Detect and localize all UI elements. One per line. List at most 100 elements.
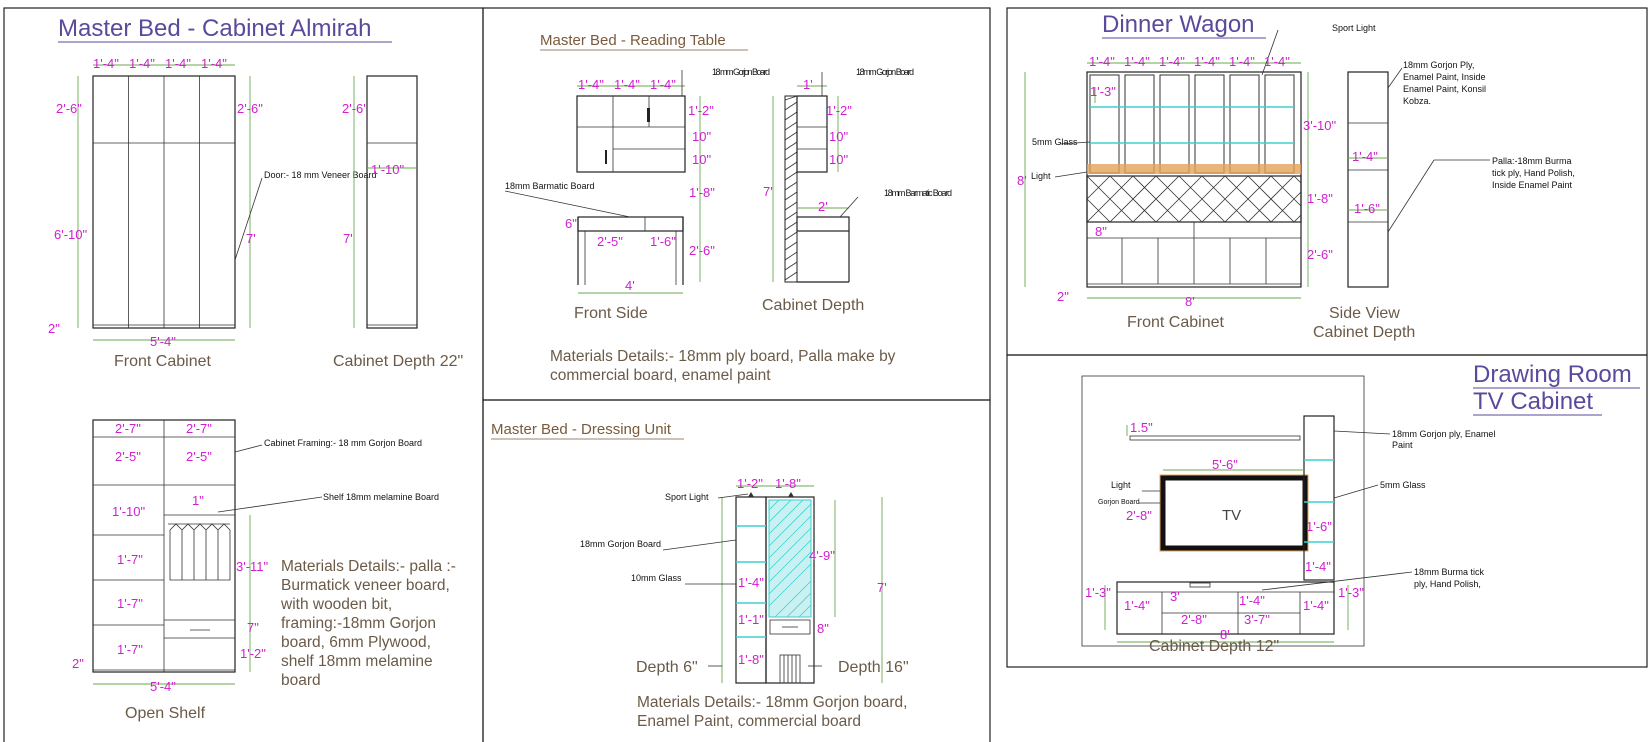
tv-burma-note-1: 18mm Burma tick: [1414, 567, 1485, 577]
reading-table-dim: 2'-6": [689, 243, 715, 258]
almirah-door-note: Door:- 18 mm Veneer Board: [264, 170, 377, 180]
svg-text:Burmatick veneer board,: Burmatick veneer board,: [281, 577, 450, 594]
almirah-width-dim: 5'-4": [150, 334, 176, 349]
tv-unit-dim-5: 1'-4": [1239, 593, 1265, 608]
tv-burma-note-2: ply, Hand Polish,: [1414, 579, 1481, 589]
open-shelf-view: [92, 419, 323, 685]
wagon-ply-note-1: 18mm Gorjon Ply,: [1403, 60, 1474, 70]
wagon-ply-note-3: Enamel Paint, Konsil: [1403, 84, 1486, 94]
reading-desk-dim-2: 1'-6": [650, 234, 676, 249]
shelf-materials: Materials Details:- palla :- Burmatick v…: [280, 558, 456, 689]
dressing-dim-1: 1'-4": [738, 575, 764, 590]
shelf-base-dim: 2": [72, 656, 84, 671]
wagon-front-caption: Front Cabinet: [1127, 314, 1224, 331]
shelf-left-dim-1: 2'-7": [115, 421, 141, 436]
almirah-left-height-dim: 6'-10": [54, 227, 88, 242]
wagon-palla-note-3: Inside Enamel Paint: [1492, 180, 1573, 190]
almirah-top-dim-1: 1'-4": [93, 56, 119, 71]
tv-width-dim: 5'-6": [1212, 457, 1238, 472]
almirah-right-top-dim: 2'-6": [237, 101, 263, 116]
dressing-height-dim: 7': [877, 580, 887, 595]
svg-text:shelf 18mm melamine: shelf 18mm melamine: [281, 653, 433, 670]
reading-side-barmatic-note: 18mm Barmatic Board: [884, 188, 952, 198]
almirah-depth-height-dim: 7': [343, 231, 353, 246]
tv-caption: Cabinet Depth 12": [1149, 638, 1279, 655]
tv-title-1: Drawing Room: [1473, 361, 1632, 388]
almirah-left-top-dim: 2'-6": [56, 101, 82, 116]
almirah-right-height-dim: 7': [246, 231, 256, 246]
reading-right-dim-3: 10": [692, 152, 711, 167]
tv-unit-dim-8: 1'-3": [1338, 585, 1364, 600]
almirah-base-dim: 2": [48, 321, 60, 336]
wagon-sport-note: Sport Light: [1332, 23, 1376, 33]
dressing-materials-1: Materials Details:- 18mm Gorjon board,: [637, 694, 908, 711]
reading-right-dim-2: 10": [692, 129, 711, 144]
tv-unit-dim-3: 3': [1170, 589, 1180, 604]
reading-side-dim-3: 10": [829, 152, 848, 167]
wagon-width-dim: 8': [1185, 294, 1195, 309]
reading-side-desk-dim: 2': [818, 199, 828, 214]
shelf-left-dim-6: 1'-7": [117, 642, 143, 657]
reading-side-height-dim: 7': [763, 184, 773, 199]
tv-unit-dim-4: 2'-8": [1181, 612, 1207, 627]
wagon-palla-note-2: tick ply, Hand Polish,: [1492, 168, 1575, 178]
wagon-base-dim: 2": [1057, 289, 1069, 304]
wagon-side-caption-1: Side View: [1329, 305, 1400, 322]
dressing-title: Master Bed - Dressing Unit: [491, 421, 672, 438]
panel-dressing: [482, 399, 991, 742]
dressing-mirror-dim: 4'-9": [809, 548, 835, 563]
wagon-top-dim-1: 1'-4": [1089, 54, 1115, 69]
reading-barmatic-note: 18mm Barmatic Board: [505, 181, 595, 191]
shelf-right-dim-2: 2'-5": [186, 449, 212, 464]
tv-unit-dim-2: 1'-4": [1124, 598, 1150, 613]
shelf-left-dim-3: 1'-10": [112, 504, 146, 519]
dressing-view: [662, 485, 883, 684]
reading-side-dim-1: 1'-2": [826, 103, 852, 118]
wagon-side-dim-2: 1'-6": [1354, 201, 1380, 216]
wagon-top-dim-6: 1'-4": [1264, 54, 1290, 69]
wagon-top-dim-4: 1'-4": [1194, 54, 1220, 69]
reading-side-gorjon-note: 18mm Gorjon Board: [856, 67, 914, 77]
shelf-drawer2-dim: 1'-2": [240, 646, 266, 661]
shelf-hang-dim: 3'-11": [236, 559, 269, 574]
almirah-depth-top-dim: 2'-6': [342, 101, 366, 116]
almirah-depth-width-dim: 1'-10": [371, 162, 405, 177]
shelf-gap-dim: 1": [192, 493, 204, 508]
tv-light-note: Light: [1111, 480, 1131, 490]
dressing-gorjon-note: 18mm Gorjon Board: [580, 539, 661, 549]
dressing-glass-note: 10mm Glass: [631, 573, 682, 583]
wagon-mid-dim: 1'-8": [1307, 191, 1333, 206]
tv-shelf-dim: 1.5": [1130, 420, 1153, 435]
reading-overall-dim: 1'-8": [689, 185, 715, 200]
wagon-side-caption-2: Cabinet Depth: [1313, 324, 1415, 341]
reading-title: Master Bed - Reading Table: [540, 32, 726, 49]
almirah-front-caption: Front Cabinet: [114, 353, 211, 370]
wagon-light-note: Light: [1031, 171, 1051, 181]
dressing-sport-note: Sport Light: [665, 492, 709, 502]
wagon-top-dim-2: 1'-4": [1124, 54, 1150, 69]
tv-unit-dim-7: 1'-4": [1303, 598, 1329, 613]
almirah-front-view: [77, 64, 263, 341]
wagon-top-dim-5: 1'-4": [1229, 54, 1255, 69]
wagon-title: Dinner Wagon: [1102, 11, 1255, 38]
shelf-melamine-note: Shelf 18mm melamine Board: [323, 492, 439, 502]
almirah-depth-view: [353, 75, 418, 329]
reading-materials-2: commercial board, enamel paint: [550, 367, 771, 384]
tv-unit-dim-6: 3'-7": [1244, 612, 1270, 627]
almirah-depth-caption: Cabinet Depth 22": [333, 353, 463, 370]
dressing-dim-3: 1'-8": [738, 652, 764, 667]
reading-gorjon-note: 18 mm Gorjon Board: [712, 67, 770, 77]
reading-front-caption: Front Side: [574, 305, 648, 322]
wagon-glass-dim: 1'-3": [1090, 84, 1116, 99]
wagon-side-view: [1347, 67, 1490, 288]
tv-gorjon-note: Gorjon Board: [1098, 499, 1140, 506]
wagon-front-view: [1024, 29, 1309, 299]
svg-text:framing:-18mm Gorjon: framing:-18mm Gorjon: [281, 615, 436, 632]
almirah-top-dim-3: 1'-4": [165, 56, 191, 71]
reading-desk-dim-1: 2'-5": [597, 234, 623, 249]
reading-desk-h-dim: 6": [565, 216, 577, 231]
shelf-left-dim-2: 2'-5": [115, 449, 141, 464]
tv-view: [1081, 375, 1413, 647]
dressing-depth-left: Depth 6": [636, 659, 698, 676]
